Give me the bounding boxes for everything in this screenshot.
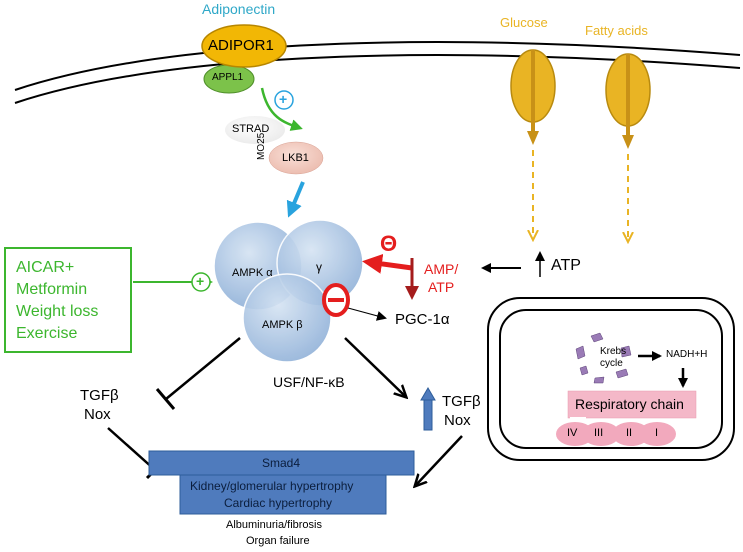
organ-failure-label: Organ failure xyxy=(246,535,310,547)
complex-iv-label: IV xyxy=(567,427,578,439)
minus-sign-top: Θ xyxy=(380,231,398,256)
ampk-gamma-label: γ xyxy=(316,260,322,274)
tgf-left-inhibits-smad xyxy=(107,427,156,471)
tgf-right-label: TGFβ xyxy=(442,393,481,410)
smad4-label: Smad4 xyxy=(262,456,301,470)
cardiac-hypertrophy-label: Cardiac hypertrophy xyxy=(224,496,333,510)
adipor1-label: ADIPOR1 xyxy=(208,37,274,54)
usf-nfkb-label: USF/NF-κB xyxy=(273,374,345,390)
krebs-label-1: Krebs xyxy=(600,346,627,357)
lkb1-to-ampk-arrow xyxy=(286,181,305,218)
nadh-label: NADH+H xyxy=(666,349,708,360)
adiponectin-label: Adiponectin xyxy=(202,1,276,17)
mitochondrion xyxy=(487,297,735,461)
complex-ii-label: II xyxy=(626,427,633,439)
plus-sign-left: + xyxy=(196,273,205,289)
mo25-label: MO25 xyxy=(256,132,267,160)
plus-sign-top: + xyxy=(279,91,288,107)
activator-weight-loss: Weight loss xyxy=(16,303,99,320)
glucose-label: Glucose xyxy=(500,15,548,30)
amp-to-ampk-arrow xyxy=(362,253,413,274)
tgf-increase-arrow xyxy=(420,387,436,431)
respiratory-chain-label: Respiratory chain xyxy=(575,396,684,412)
activator-aicar: AICAR+ xyxy=(16,259,75,276)
ampk-inhibits-tgf-left xyxy=(165,337,241,400)
ampk-alpha-label: AMPK α xyxy=(232,267,273,279)
fatty-acids-label: Fatty acids xyxy=(585,23,648,38)
plus-circle-top xyxy=(274,90,294,110)
complex-iii-label: III xyxy=(594,427,604,439)
activator-metformin: Metformin xyxy=(16,281,88,298)
complex-i-label: I xyxy=(655,427,659,439)
kidney-hypertrophy-label: Kidney/glomerular hypertrophy xyxy=(190,479,354,493)
adipor1-shape xyxy=(201,24,287,68)
lkb1-shape xyxy=(268,141,324,175)
strad-shape xyxy=(225,116,285,144)
amp-atp-label-2: ATP xyxy=(428,279,455,295)
appl1-label: APPL1 xyxy=(212,72,244,83)
ampk-to-tgf-right-arrow xyxy=(344,337,405,396)
amp-atp-label-1: AMP/ xyxy=(424,261,459,277)
ampk-to-pgc-arrow xyxy=(347,307,387,321)
cell-membrane xyxy=(14,41,741,104)
tgf-right-to-smad-arrow xyxy=(416,435,463,485)
glucose-transporter xyxy=(510,49,556,238)
nox-right-label: Nox xyxy=(444,412,471,429)
activators-box: AICAR+ Metformin Weight loss Exercise xyxy=(4,247,132,353)
smad4-bar xyxy=(148,450,415,476)
appl1-to-lkb1-arrow xyxy=(260,87,303,131)
plus-circle-left xyxy=(191,272,211,292)
hypertrophy-bar xyxy=(179,474,387,515)
albuminuria-label: Albuminuria/fibrosis xyxy=(226,519,322,531)
nox-left-label: Nox xyxy=(84,406,111,423)
ampk-beta-label: AMPK β xyxy=(262,319,303,331)
pgc1a-label: PGC-1α xyxy=(395,311,450,328)
lkb1-label: LKB1 xyxy=(282,152,309,164)
atp-label: ATP xyxy=(551,257,581,274)
fatty-acid-transporter xyxy=(605,53,651,240)
activator-exercise: Exercise xyxy=(16,325,78,342)
tgf-left-label: TGFβ xyxy=(80,387,119,404)
krebs-label-2: cycle xyxy=(600,358,623,369)
strad-label: STRAD xyxy=(232,123,270,135)
